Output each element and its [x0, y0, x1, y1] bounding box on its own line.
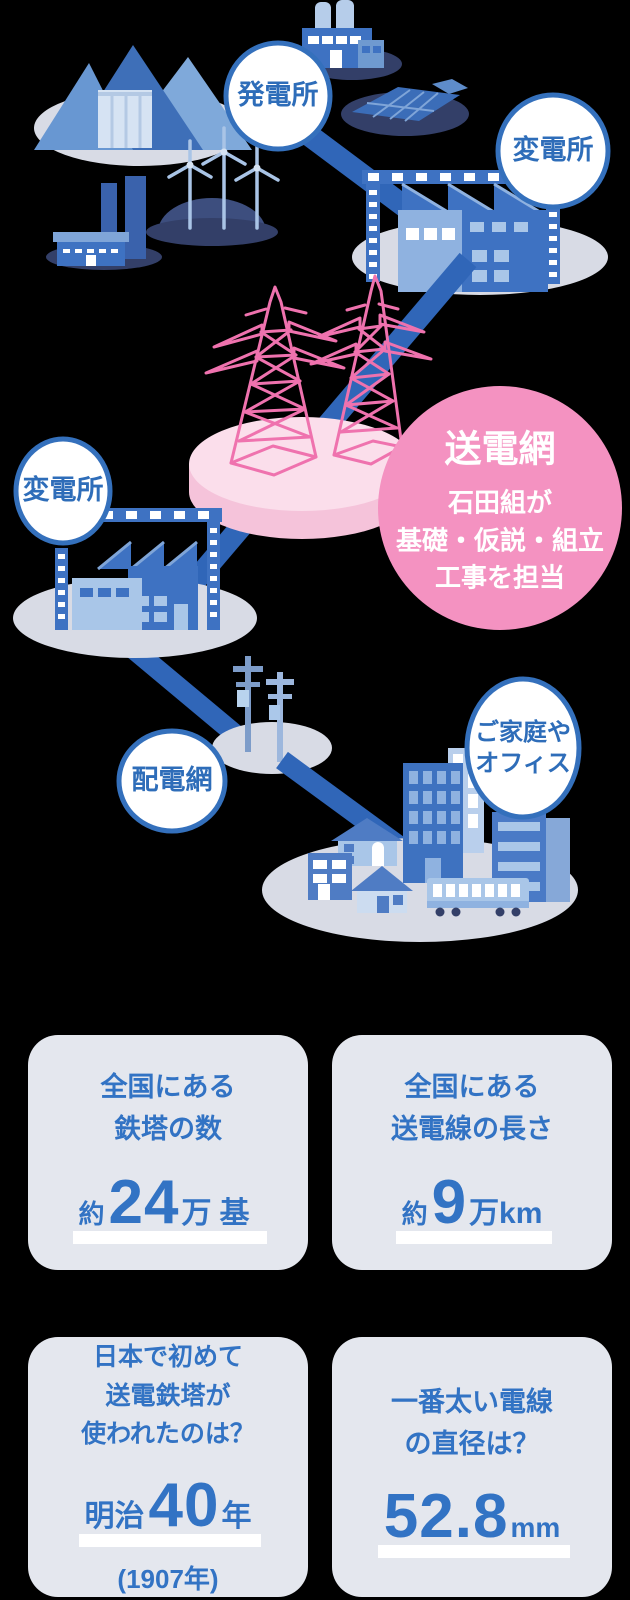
label-bubbles [13, 40, 611, 834]
solar-panels [341, 79, 469, 136]
label-substation-top: 変電所 [512, 135, 594, 166]
substation-building-top [352, 170, 608, 295]
power-flow-illustration [13, 0, 622, 942]
bubble-distribution [116, 728, 228, 834]
label-homes-offices: ご家庭や オフィス [475, 718, 571, 777]
stat-value: 52.8mm [377, 1481, 571, 1559]
label-substation-left: 変電所 [22, 475, 104, 506]
highlight-bar [377, 1545, 571, 1559]
stat-card-first-tower: 日本で初めて 送電鉄塔が 使われたのは？ 明治40年 (1907年) [28, 1337, 308, 1597]
stat-title: 一番太い電線 の直径は？ [391, 1386, 553, 1459]
stat-title: 全国にある 送電線の長さ [391, 1072, 553, 1144]
stat-card-wire-diameter: 一番太い電線 の直径は？ 52.8mm [332, 1337, 612, 1597]
stat-title: 日本で初めて 送電鉄塔が 使われたのは？ [81, 1342, 255, 1449]
wind-turbines [146, 126, 280, 246]
stat-card-line-length: 全国にある 送電線の長さ 約9万km [332, 1035, 612, 1270]
stat-value: 明治40年 [78, 1470, 262, 1548]
thermal-plant [46, 176, 162, 270]
stat-card-tower-count: 全国にある 鉄塔の数 約24万基 [28, 1035, 308, 1270]
label-distribution-grid: 配電網 [131, 765, 213, 796]
bubble-substation-left [13, 436, 113, 546]
label-power-plant: 発電所 [237, 80, 319, 111]
highlight-bar [78, 1534, 262, 1548]
utility-poles [212, 656, 332, 774]
city-buildings [262, 748, 578, 942]
stat-title: 全国にある 鉄塔の数 [100, 1072, 236, 1144]
highlight-bar [72, 1230, 268, 1244]
pink-transmission-towers [204, 274, 433, 477]
highlight-bar [395, 1230, 553, 1244]
transmission-grid-title: 送電網 [444, 428, 556, 470]
train [427, 878, 529, 917]
stat-note: (1907年) [117, 1564, 219, 1595]
bubble-substation-top [495, 92, 611, 210]
label-transmission-grid: 送電網 石田組が 基礎・仮説・組立 工事を担当 [396, 418, 604, 597]
bubble-homes-offices [464, 676, 582, 820]
transmission-grid-callout [378, 386, 622, 630]
bubble-power-plant [223, 40, 333, 152]
hydro-dam-mountains [34, 45, 252, 166]
stat-value: 約24万基 [72, 1167, 268, 1244]
stat-value: 約9万km [395, 1167, 553, 1244]
